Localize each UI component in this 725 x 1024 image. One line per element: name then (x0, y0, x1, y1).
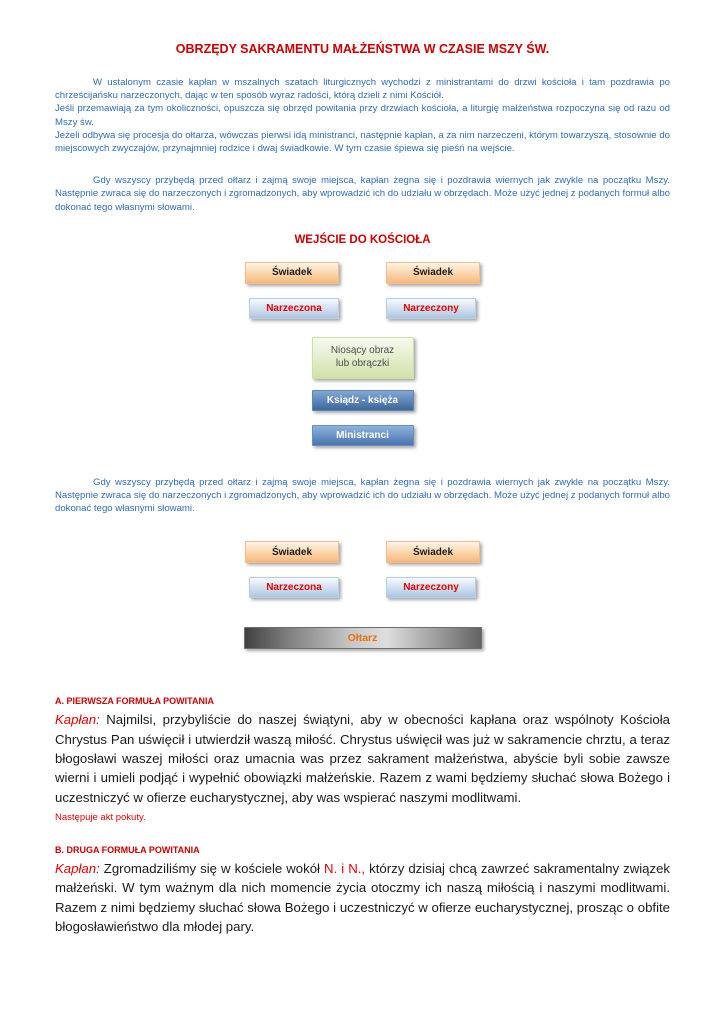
document-title: OBRZĘDY SAKRAMENTU MAŁŻEŃSTWA W CZASIE M… (175, 42, 550, 56)
formula-b-heading: B. DRUGA FORMUŁA POWITANIA (55, 844, 200, 855)
entrance-section-heading: WEJŚCIE DO KOŚCIOŁA (294, 233, 431, 246)
image-bearer-box: Niosący obraz lub obrączki (311, 336, 414, 379)
formula-a-heading: A. PIERWSZA FORMUŁA POWITANIA (55, 696, 214, 707)
formula-a-speaker-label: Kapłan: (55, 712, 100, 728)
couple-row: Narzeczona Narzeczony (249, 297, 476, 319)
formula-a-text: Kapłan: Najmilsi, przybyliście do naszej… (55, 710, 670, 806)
couple-row-2: Narzeczona Narzeczony (249, 577, 476, 599)
witness-box-left-2: Świadek (245, 541, 339, 564)
groom-box-2: Narzeczony (386, 577, 476, 599)
bride-box-2: Narzeczona (249, 577, 339, 599)
witnesses-row: Świadek Świadek (245, 261, 480, 284)
intro-paragraph-4: Gdy wszyscy przybędą przed ołtarz i zajm… (55, 175, 670, 213)
repeat-paragraph: Gdy wszyscy przybędą przed ołtarz i zajm… (55, 476, 670, 515)
groom-box: Narzeczony (386, 297, 476, 319)
formula-b-speaker-label: Kapłan: (55, 860, 100, 876)
witnesses-row-2: Świadek Świadek (245, 541, 480, 564)
formula-b-body-before: Zgromadziliśmy się w kościele wokół (103, 860, 320, 876)
formula-b-text: Kapłan: Zgromadziliśmy się w kościele wo… (55, 859, 670, 936)
altar-servers-box: Ministranci (311, 424, 414, 446)
formula-b-names-placeholder: N. i N., (324, 860, 366, 876)
witness-box-right-2: Świadek (386, 541, 480, 564)
entrance-diagram: Świadek Świadek Narzeczona Narzeczony Ni… (55, 261, 670, 446)
penitential-act-note: Następuje akt pokuty. (55, 811, 146, 823)
altar-box: Ołtarz (243, 627, 482, 650)
witness-box-left: Świadek (245, 261, 339, 284)
bride-box: Narzeczona (249, 297, 339, 319)
intro-paragraph-2: Jeśli przemawiają za tym okoliczności, o… (55, 103, 670, 128)
priest-box: Ksiądz - księża (311, 389, 414, 411)
formula-a-body: Najmilsi, przybyliście do naszej świątyn… (55, 712, 670, 805)
altar-diagram: Świadek Świadek Narzeczona Narzeczony Oł… (55, 541, 670, 650)
witness-box-right: Świadek (386, 261, 480, 284)
intro-paragraph-3: Jeżeli odbywa się procesja do ołtarza, w… (55, 129, 670, 155)
intro-paragraph-1: W ustalonym czasie kapłan w mszalnych sz… (55, 77, 670, 102)
formula-b-body-after: którzy dzisiaj chcą zawrzeć sakramentaln… (55, 860, 671, 934)
